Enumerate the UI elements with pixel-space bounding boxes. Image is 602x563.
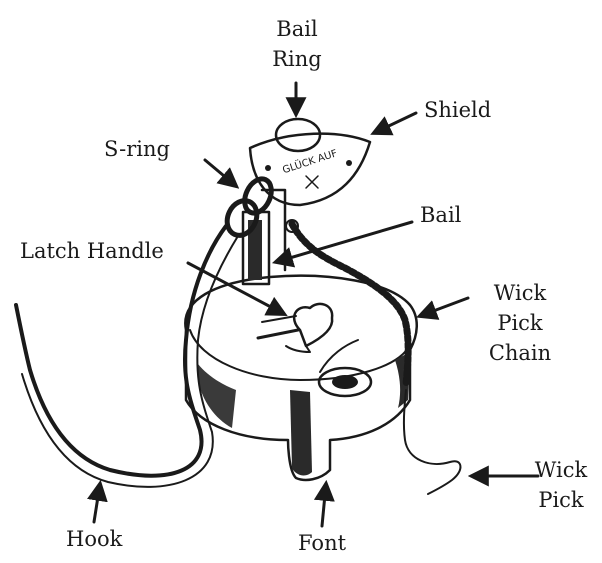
label-font: Font: [298, 528, 346, 558]
label-bail-ring-line2: Ring: [262, 44, 332, 74]
label-latch-handle: Latch Handle: [20, 236, 164, 266]
s-ring-arrow: [205, 160, 236, 186]
latch-handle-part: [258, 304, 332, 352]
hook-arrow: [94, 484, 100, 522]
wick-pick-chain-arrow: [420, 298, 468, 316]
label-wick-pick-chain: Wick Pick Chain: [480, 278, 560, 368]
font-arrow: [322, 484, 326, 526]
shield-arrow: [374, 113, 416, 133]
label-shield: Shield: [424, 95, 491, 125]
label-bail-ring-line1: Bail: [262, 14, 332, 44]
shield-part: GLÜCK AUF: [250, 134, 370, 205]
label-wick-pick-chain-line1: Wick: [480, 278, 560, 308]
label-hook: Hook: [66, 524, 122, 554]
label-wick-pick-line1: Wick: [528, 455, 594, 485]
label-wick-pick-chain-line2: Pick: [480, 308, 560, 338]
label-wick-pick-line2: Pick: [528, 485, 594, 515]
label-wick-pick-chain-line3: Chain: [480, 338, 560, 368]
label-s-ring: S-ring: [104, 134, 170, 164]
wick-pick-chain-part: [286, 220, 408, 385]
label-wick-pick: Wick Pick: [528, 455, 594, 515]
wick-pick-part: [404, 390, 461, 494]
font-body: [185, 276, 416, 480]
label-bail-ring: Bail Ring: [262, 14, 332, 74]
label-bail: Bail: [420, 200, 461, 230]
hook-part: [16, 175, 276, 487]
